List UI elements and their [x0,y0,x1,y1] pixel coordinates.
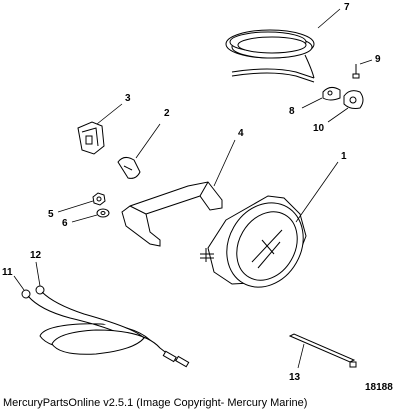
callout-2: 2 [164,108,170,119]
part-5-nut [92,192,106,206]
part-13-cable-tie [288,333,357,368]
copyright-footer: MercuryPartsOnline v2.5.1 (Image Copyrig… [3,397,308,409]
callout-11: 11 [2,267,13,278]
callout-12: 12 [30,250,42,261]
callout-10: 10 [313,123,325,134]
part-8-clamp [322,86,341,101]
part-2-bulb [117,156,141,179]
part-10-fitting [343,90,364,109]
callout-5: 5 [48,209,54,220]
part-1-gauge [200,195,307,288]
callout-9: 9 [375,54,381,65]
figure-number: 18188 [365,382,393,393]
callout-3: 3 [125,93,131,104]
callout-8: 8 [289,106,295,117]
part-7-coiled-tube [225,29,315,83]
callout-7: 7 [344,2,350,13]
part-3-lamp-socket [77,121,105,155]
callout-4: 4 [238,128,244,139]
callout-13: 13 [289,372,301,383]
part-4-bracket [121,181,223,247]
callout-6: 6 [62,218,68,229]
callout-1: 1 [341,151,347,162]
part-9-screw [352,64,360,79]
part-11-12-wiring-harness [21,285,190,368]
part-6-washer [96,208,110,218]
